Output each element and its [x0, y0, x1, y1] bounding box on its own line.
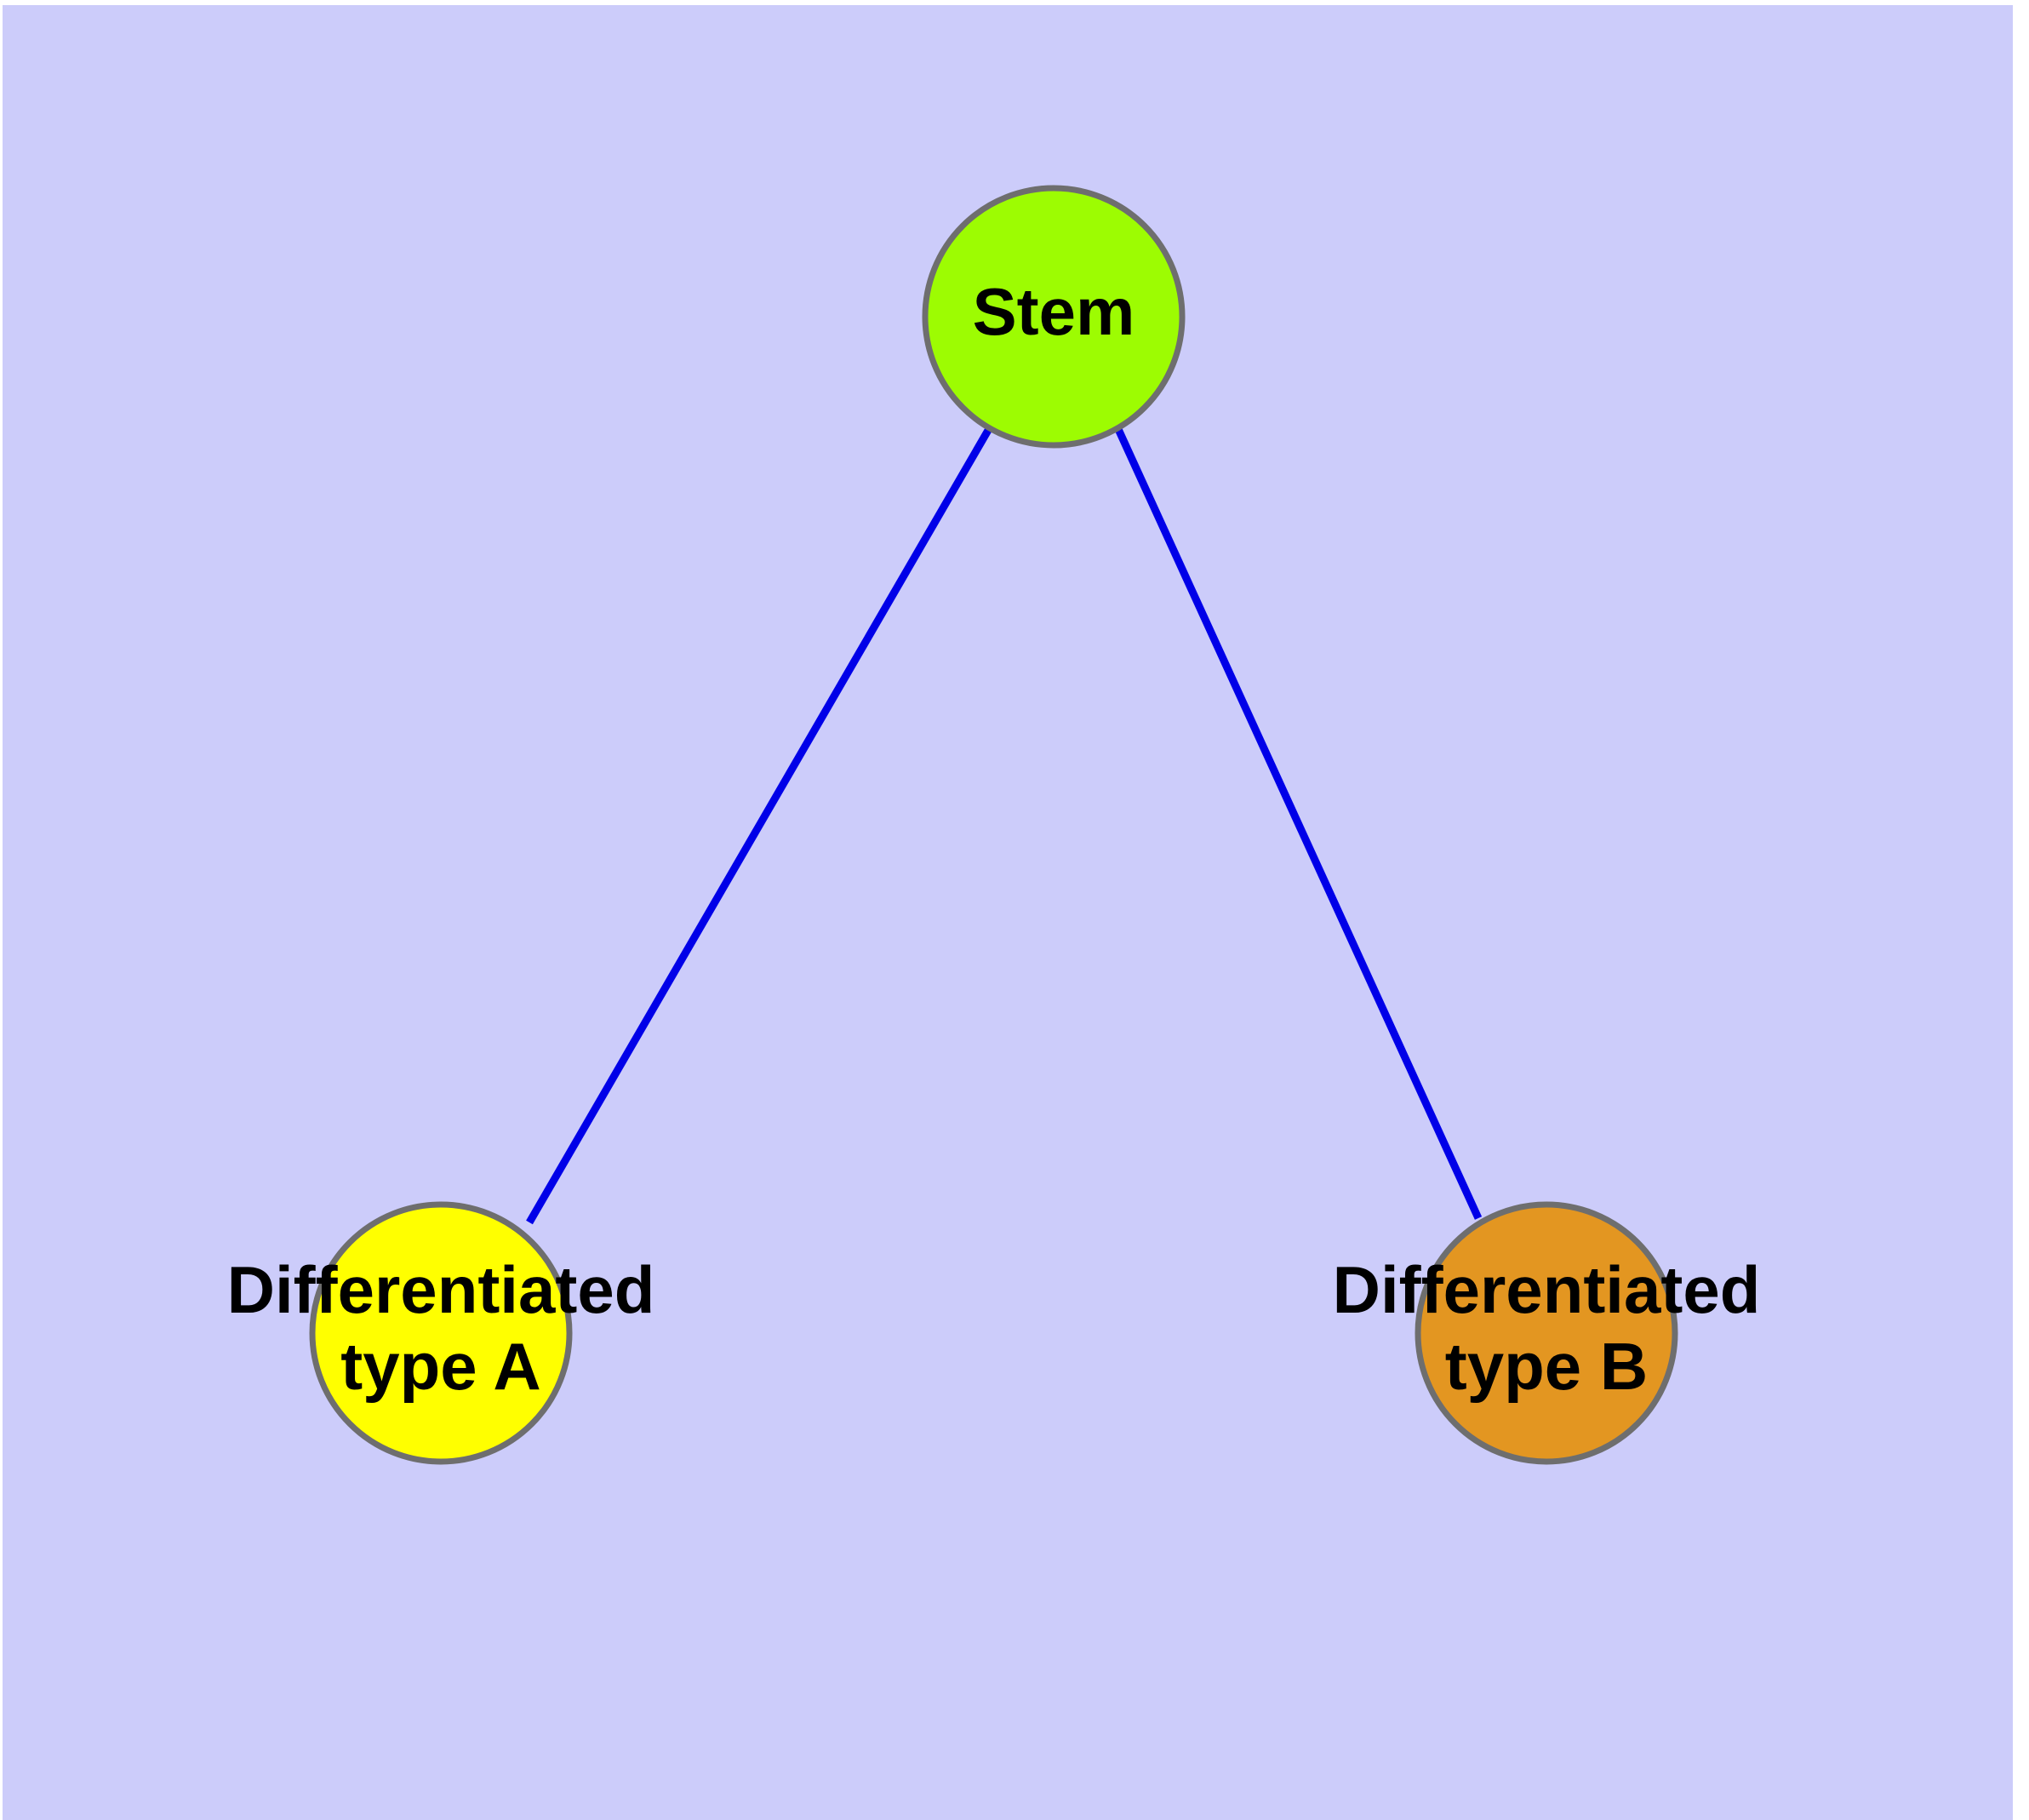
- node-differentiated-type-a[interactable]: [309, 1201, 573, 1465]
- node-differentiated-type-a-circle[interactable]: [309, 1201, 573, 1465]
- edge-stem-to-differentiated-type-b[interactable]: [1113, 426, 1483, 1220]
- edge-stem-to-differentiated-type-a[interactable]: [526, 425, 993, 1225]
- node-stem[interactable]: [922, 185, 1186, 449]
- node-differentiated-type-b-circle[interactable]: [1415, 1201, 1678, 1465]
- node-differentiated-type-b[interactable]: [1415, 1201, 1678, 1465]
- edge-layer: [526, 425, 1483, 1225]
- node-stem-circle[interactable]: [922, 185, 1186, 449]
- node-layer: [309, 185, 1678, 1465]
- node-stem-label: Stem: [973, 274, 1135, 349]
